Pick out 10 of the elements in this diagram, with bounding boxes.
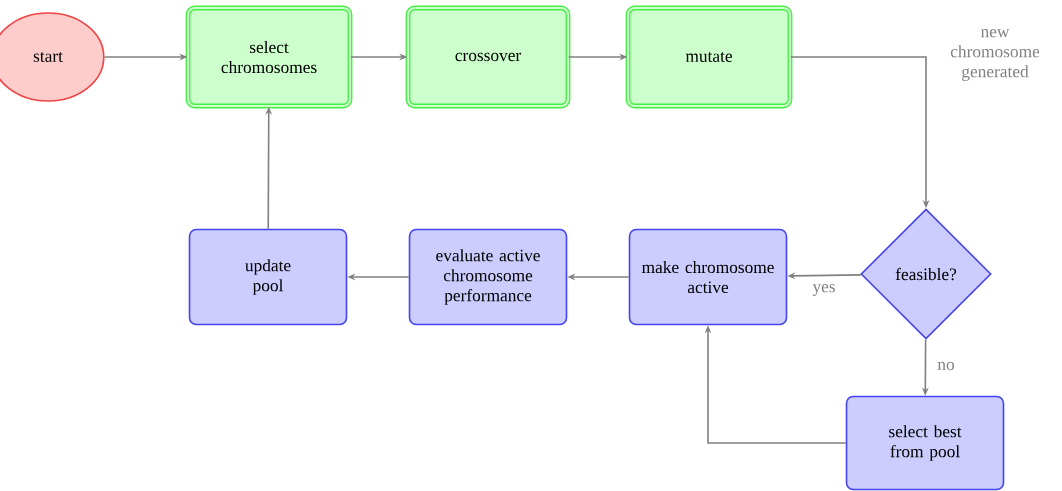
edge-label: new chromosome generated — [950, 29, 1040, 81]
process-box: evaluate active chromosome performance — [408, 228, 568, 326]
edge-label: yes — [812, 284, 835, 296]
edge-label: no — [937, 361, 954, 371]
process-box: select best from pool — [845, 395, 1005, 491]
process-box: mutate — [625, 5, 793, 109]
process-box: update pool — [188, 228, 348, 326]
process-box: make chromosome active — [628, 228, 788, 326]
process-box: select chromosomes — [185, 5, 353, 109]
process-box: crossover — [405, 5, 571, 109]
